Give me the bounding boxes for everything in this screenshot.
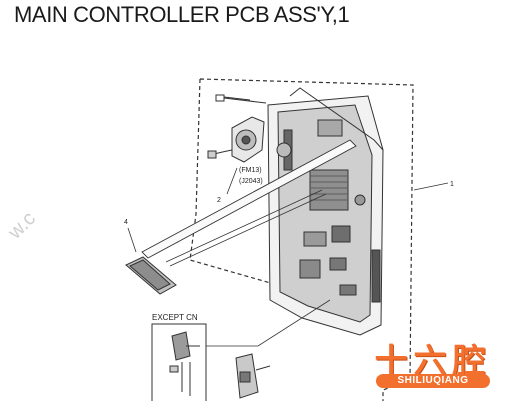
leader-line bbox=[206, 299, 331, 347]
fan-connector-label: (J2043) bbox=[239, 178, 263, 185]
component bbox=[339, 284, 357, 296]
chip bbox=[317, 119, 343, 137]
chip bbox=[299, 259, 321, 279]
flat-cable bbox=[141, 139, 357, 259]
component bbox=[276, 142, 292, 158]
callout-leader-2 bbox=[226, 167, 238, 195]
chip bbox=[329, 257, 347, 271]
screw bbox=[215, 94, 267, 104]
logo-chinese-text: 十六腔 bbox=[374, 341, 492, 380]
callout-leader-4 bbox=[127, 227, 137, 253]
main-controller-pcb bbox=[267, 87, 384, 336]
cooling-fan bbox=[207, 116, 265, 163]
callout-leader-1 bbox=[413, 182, 449, 191]
assembly-dashed-boundary bbox=[189, 78, 414, 401]
fan-code-label: (FM13) bbox=[239, 167, 262, 174]
callout-number-2: 2 bbox=[217, 197, 221, 204]
chip bbox=[331, 225, 351, 243]
lower-board bbox=[235, 353, 271, 399]
callout-number-1: 1 bbox=[450, 181, 454, 188]
page-title: MAIN CONTROLLER PCB ASS'Y,1 bbox=[14, 2, 350, 27]
site-logo: 十六腔 SHILIUQIANG bbox=[370, 338, 496, 390]
callout-number-4: 4 bbox=[124, 219, 128, 226]
inset-frame bbox=[151, 323, 207, 401]
inset-bracket bbox=[169, 331, 200, 396]
small-board bbox=[125, 256, 177, 295]
logo-english-text: SHILIUQIANG bbox=[376, 374, 490, 388]
component bbox=[354, 194, 366, 206]
heatsink bbox=[309, 169, 349, 211]
connector-strip bbox=[371, 249, 381, 303]
inset-label: EXCEPT CN bbox=[152, 313, 198, 322]
chip bbox=[303, 231, 327, 247]
flat-cable bbox=[165, 189, 327, 267]
